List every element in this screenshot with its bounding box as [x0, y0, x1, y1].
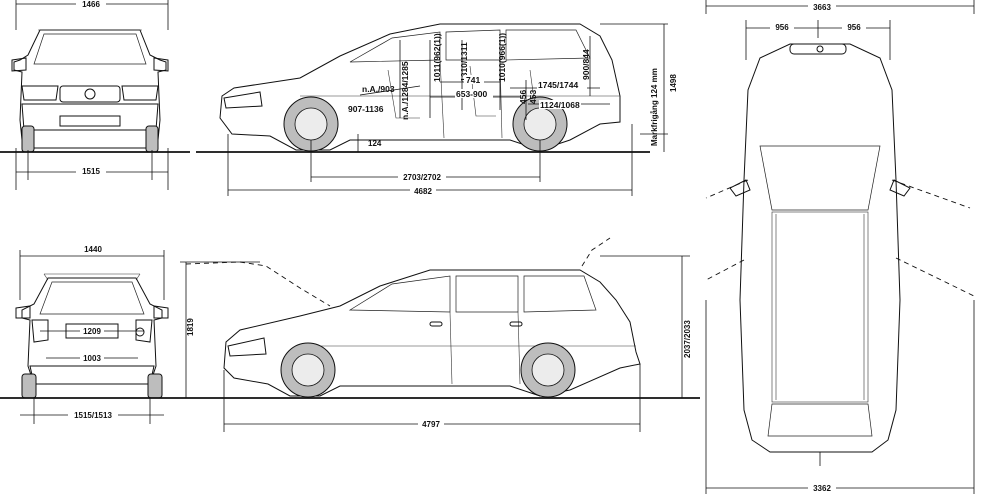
open-tailgate-outline — [581, 237, 611, 267]
ground-clearance-text: Markfrigång 124 mm — [650, 68, 659, 146]
length-label: 4682 — [414, 187, 432, 196]
front-mirror-right — [153, 57, 169, 72]
dim-741: 741 — [466, 75, 480, 85]
open-length-label: 4797 — [422, 420, 440, 429]
side-view-open: 2037/2033 4797 — [185, 237, 700, 432]
top-body-outline — [739, 43, 901, 453]
dim-na-903: n.A./903 — [362, 84, 395, 94]
side-window-front — [349, 31, 441, 63]
front-tire-left — [21, 125, 35, 153]
rear-window — [39, 281, 145, 315]
rear-badge-icon — [135, 327, 145, 337]
side-open-window-front — [348, 275, 451, 313]
side-view-interior: n.A./903 907-1136 n.A./1284/1285 1011(96… — [196, 23, 678, 196]
dim-907-1136: 907-1136 — [348, 104, 384, 114]
ground-clearance-value: 124 — [368, 139, 382, 148]
half-width-right: 956 — [847, 23, 861, 32]
dim-1010-966: 1010(966(1)) — [497, 33, 507, 82]
front-badge-icon — [84, 88, 96, 100]
front-headlight-left — [21, 85, 59, 101]
front-windshield — [33, 33, 147, 65]
rear-view: 1440 1209 1003 1819 — [0, 244, 260, 424]
rear-track-label: 1515/1513 — [74, 411, 112, 420]
top-hood-vent — [789, 43, 847, 55]
mirror-width-label: 3663 — [813, 3, 831, 12]
dim-1124-1068: 1124/1068 — [540, 100, 580, 110]
tailgate-height-label: 2037/2033 — [683, 320, 692, 358]
rear-height-label: 1819 — [186, 318, 195, 336]
dim-653-900: 653-900 — [456, 89, 487, 99]
open-hood-outline — [185, 261, 331, 307]
top-rear-window — [767, 403, 873, 437]
top-open-door-right-rear — [895, 257, 975, 297]
doors-open-width-label: 3362 — [813, 484, 831, 493]
side-window-rear — [505, 29, 591, 61]
wheelbase-label: 2703/2702 — [403, 173, 441, 182]
front-track-label: 1515 — [82, 167, 100, 176]
half-width-left: 956 — [775, 23, 789, 32]
dim-1310-1311: 1310/1311 — [459, 42, 469, 82]
dim-900-844: 900/844 — [581, 49, 591, 80]
front-width-label: 1466 — [82, 0, 100, 9]
front-mirror-left — [11, 57, 27, 72]
dim-456: 456 — [518, 90, 528, 104]
side-window-middle — [445, 29, 501, 61]
top-open-door-left-rear — [705, 259, 745, 281]
dim-453: 453 — [528, 90, 538, 104]
overall-height-label: 1498 — [669, 74, 678, 92]
front-grille — [59, 85, 121, 103]
top-windshield — [759, 145, 881, 211]
rear-inner-width-upper: 1209 — [83, 327, 101, 336]
top-view: 3663 956 956 — [705, 0, 975, 494]
side-open-window-rear — [523, 275, 597, 313]
dim-1745-1744: 1745/1744 — [538, 80, 578, 90]
rear-width-label: 1440 — [84, 245, 102, 254]
front-view: 1466 1515 — [0, 0, 190, 190]
rear-inner-width-lower: 1003 — [83, 354, 101, 363]
top-open-door-right-front — [891, 179, 971, 209]
top-open-door-left-front — [705, 179, 749, 199]
dim-1011-962: 1011(962(1)) — [432, 33, 442, 82]
dim-na-1284-1285: n.A./1284/1285 — [400, 61, 410, 120]
side-open-window-middle — [455, 275, 519, 313]
front-tire-right — [145, 125, 159, 153]
rear-taillight-left — [31, 319, 49, 343]
front-headlight-right — [121, 85, 159, 101]
